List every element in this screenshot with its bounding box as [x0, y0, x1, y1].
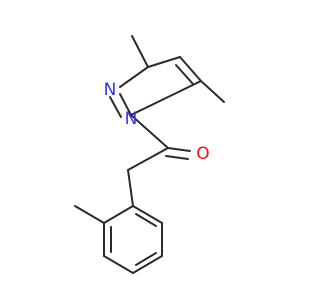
bond-c5-methyl — [200, 80, 225, 103]
bonds — [74, 35, 225, 274]
bond-n2-c3 — [119, 66, 149, 88]
bond-n1-n2 — [119, 93, 132, 116]
bond-c5-n1 — [130, 80, 202, 116]
bond-ar-3-4 — [132, 255, 163, 274]
atom-n2-label: N — [104, 80, 117, 100]
bond-ch2-benzene — [127, 169, 134, 207]
bond-c3-methyl — [131, 35, 149, 68]
bond-c3-c4 — [147, 56, 181, 68]
bond-carbonyl-o — [167, 147, 191, 152]
bond-ar-6-1 — [103, 205, 134, 224]
bond-ar-4-5 — [103, 255, 134, 274]
bond-n1-carbonyl — [130, 114, 169, 149]
bond-n1-n2-double — [109, 96, 122, 118]
bond-carbonyl-ch2 — [127, 147, 169, 171]
atom-o-label: O — [196, 144, 209, 164]
bond-ar-3-4-inner — [135, 252, 157, 266]
bond-ar-methyl — [74, 205, 105, 224]
molecule-structure: N N O — [74, 35, 225, 274]
atom-n1-label: N — [125, 109, 138, 129]
bond-ar-1-2-inner — [135, 213, 157, 227]
atom-labels: N N O — [104, 80, 210, 164]
bond-carbonyl-o-double — [165, 155, 189, 160]
bond-c4-c5-double — [175, 64, 194, 85]
bond-ar-1-2 — [132, 205, 163, 224]
bond-c4-c5 — [179, 56, 202, 82]
